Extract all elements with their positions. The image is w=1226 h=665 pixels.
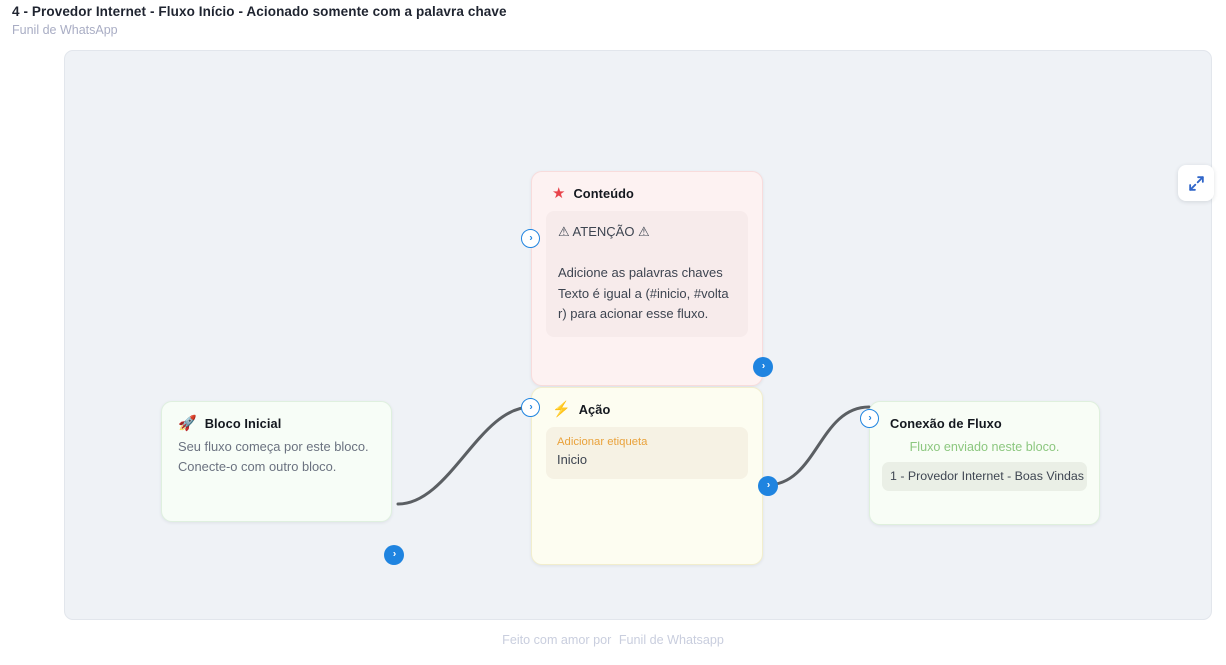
footer-brand[interactable]: Funil de Whatsapp (618, 633, 724, 647)
node-header: Conexão de Fluxo (870, 402, 1099, 431)
node-bloco-inicial[interactable]: 🚀 Bloco Inicial Seu fluxo começa por est… (161, 401, 404, 565)
page-subtitle: Funil de WhatsApp (12, 23, 118, 37)
node-conteudo[interactable]: › ★ Conteúdo ⚠ ATENÇÃO ⚠ Adicione as pal… (521, 171, 773, 386)
node-title: Conteúdo (573, 186, 634, 201)
rocket-icon: 🚀 (178, 415, 197, 432)
node-header: ★ Conteúdo (532, 172, 762, 201)
page-title: 4 - Provedor Internet - Fluxo Início - A… (12, 4, 507, 19)
action-tag-value: Inicio (557, 452, 588, 467)
source-handle-action[interactable]: › (758, 476, 778, 496)
content-message-text: ⚠ ATENÇÃO ⚠ Adicione as palavras chaves … (558, 224, 729, 321)
lightning-bolt-icon: ⚡ (552, 401, 571, 418)
expand-icon (1188, 175, 1204, 191)
footer-made-by: Feito com amor por (502, 633, 612, 647)
flow-target-chip[interactable]: 1 - Provedor Internet - Boas Vindas (882, 462, 1087, 491)
edge-action-to-flow (765, 405, 871, 487)
node-title: Ação (578, 402, 611, 417)
star-icon: ★ (552, 185, 566, 202)
node-title: Conexão de Fluxo (890, 416, 1002, 431)
action-tag-label: Adicionar etiqueta (557, 436, 648, 448)
flow-sent-label: Fluxo enviado neste bloco. (909, 440, 1060, 454)
node-conexao-de-fluxo[interactable]: › Conexão de Fluxo Fluxo enviado neste b… (860, 401, 1100, 525)
source-handle-start[interactable]: › (384, 545, 404, 565)
flow-canvas[interactable]: 🚀 Bloco Inicial Seu fluxo começa por est… (64, 50, 1212, 620)
node-description-line-1: Seu fluxo começa por este bloco. (178, 439, 369, 454)
target-handle-action[interactable]: › (521, 398, 540, 417)
page-header: 4 - Provedor Internet - Fluxo Início - A… (12, 4, 507, 37)
content-message-box[interactable]: ⚠ ATENÇÃO ⚠ Adicione as palavras chaves … (546, 211, 748, 337)
source-handle-content[interactable]: › (753, 357, 773, 377)
target-handle-flow[interactable]: › (860, 409, 879, 428)
footer: Feito com amor por Funil de Whatsapp (0, 633, 1226, 647)
node-acao[interactable]: › ⚡ Ação Adicionar etiqueta Inicio › (521, 387, 778, 565)
fullscreen-button[interactable] (1178, 165, 1214, 201)
node-body: Seu fluxo começa por este bloco. Conecte… (162, 431, 391, 477)
edge-start-to-action (396, 405, 533, 506)
action-tag-chip[interactable]: Adicionar etiqueta Inicio (546, 427, 748, 479)
node-header: 🚀 Bloco Inicial (162, 402, 391, 431)
node-title: Bloco Inicial (204, 416, 282, 431)
node-header: ⚡ Ação (532, 388, 762, 417)
node-description-line-2: Conecte-o com outro bloco. (178, 459, 337, 474)
target-handle-content[interactable]: › (521, 229, 540, 248)
